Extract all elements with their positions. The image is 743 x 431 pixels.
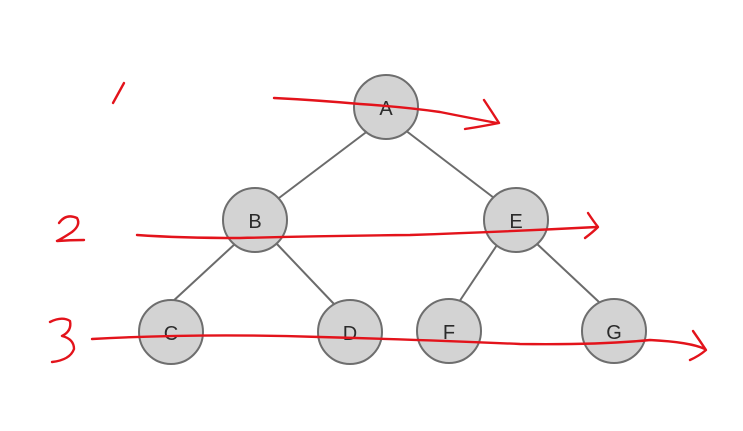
tree-node-e: E (483, 187, 549, 253)
tree-node-b: B (222, 187, 288, 253)
edge-a-b (274, 129, 370, 202)
tree-node-g: G (581, 298, 647, 364)
handwritten-2-mark (55, 215, 86, 243)
edge-e-g (535, 242, 600, 303)
tree-node-c: C (138, 299, 204, 365)
node-label-b: B (248, 211, 261, 233)
edge-b-d (275, 242, 335, 305)
tree-nodes: A B E C D F G (138, 74, 647, 365)
edge-a-e (404, 129, 499, 202)
level-1-arrowhead (463, 98, 501, 131)
level-number-marks (48, 81, 126, 364)
tree-edges (170, 129, 600, 305)
node-label-e: E (509, 211, 522, 233)
level-2-arrow (135, 225, 599, 240)
level-2-arrowhead (583, 211, 600, 240)
level-1-arrow (272, 96, 499, 125)
level-3-arrowhead (688, 329, 708, 362)
node-label-c: C (164, 323, 178, 345)
node-label-d: D (343, 323, 357, 345)
level-3-arrow (90, 334, 707, 351)
node-label-g: G (606, 322, 622, 344)
tree-node-f: F (416, 298, 482, 364)
handwritten-1-mark (111, 81, 126, 105)
edge-b-c (170, 242, 237, 304)
edge-e-f (458, 244, 498, 303)
node-label-f: F (443, 322, 455, 344)
node-label-a: A (379, 98, 393, 120)
tree-node-d: D (317, 299, 383, 365)
level-traversal-arrows (90, 96, 708, 362)
handwritten-3-mark (48, 317, 76, 364)
